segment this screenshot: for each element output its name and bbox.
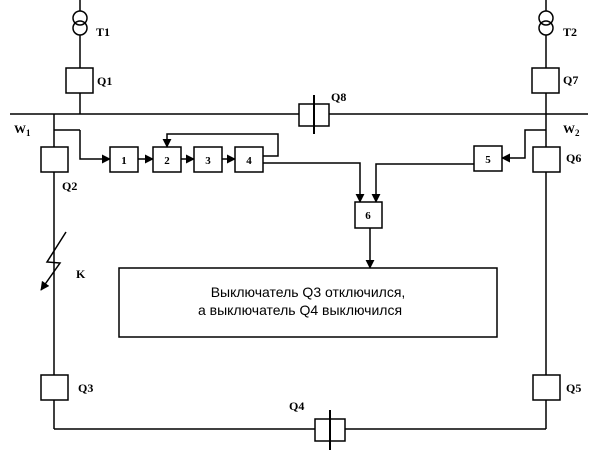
breaker-q1[interactable] — [65, 67, 94, 94]
q1-label: Q1 — [97, 74, 112, 88]
breaker-q5[interactable] — [532, 374, 561, 401]
q7-label: Q7 — [563, 73, 578, 87]
q2-label: Q2 — [62, 179, 77, 193]
block-2-label: 2 — [164, 155, 170, 167]
transformer-t2 — [538, 0, 554, 68]
block-5-label: 5 — [485, 154, 491, 166]
w1-label: W1 — [14, 122, 31, 138]
message-line-1: Выключатель Q3 отключился, — [211, 284, 406, 300]
message-line-2: а выключатель Q4 выключился — [198, 302, 402, 318]
block-4 — [234, 146, 264, 173]
block-1-label: 1 — [121, 155, 127, 167]
breaker-q3[interactable] — [40, 374, 69, 401]
block-4-label: 4 — [246, 155, 252, 167]
breaker-q2[interactable] — [40, 146, 69, 173]
breaker-q4[interactable] — [314, 410, 346, 450]
q8-label: Q8 — [331, 90, 346, 104]
block-3-label: 3 — [205, 155, 211, 167]
breaker-q7[interactable] — [531, 67, 560, 94]
block-5 — [473, 145, 503, 172]
message-box — [118, 267, 498, 338]
breaker-q6[interactable] — [532, 146, 561, 173]
t1-label: T1 — [96, 25, 110, 39]
q5-label: Q5 — [566, 381, 581, 395]
w2-label: W2 — [563, 122, 580, 138]
breaker-q8[interactable] — [298, 95, 330, 134]
fault-k-label: K — [76, 267, 86, 281]
q6-label: Q6 — [566, 151, 581, 165]
q3-label: Q3 — [78, 381, 93, 395]
t2-label: T2 — [563, 25, 577, 39]
transformer-t1 — [72, 0, 88, 68]
fault-k-arrow — [40, 231, 67, 291]
block-6 — [354, 201, 383, 229]
q4-label: Q4 — [289, 399, 304, 413]
block-6-label: 6 — [365, 210, 371, 222]
